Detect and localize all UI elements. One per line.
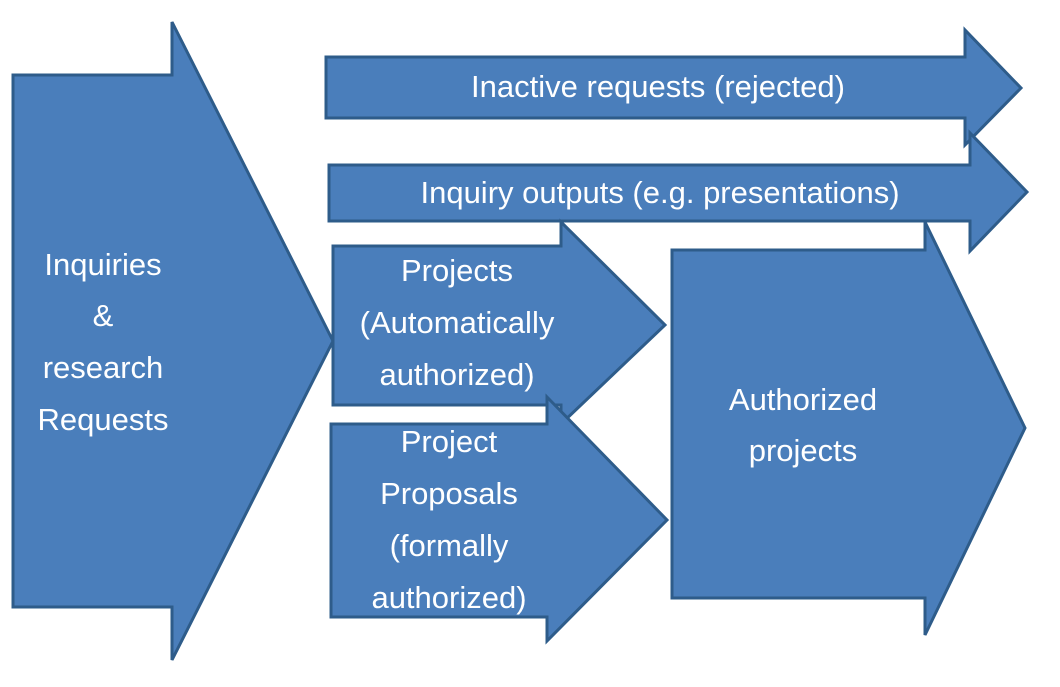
inquiries-arrow-label-line4: Requests xyxy=(38,402,169,437)
inquiries-arrow-label-line2: & xyxy=(93,298,114,333)
projects-automatic-arrow-shape[interactable] xyxy=(331,218,668,428)
inactive-requests-arrow[interactable]: Inactive requests (rejected) xyxy=(324,26,1024,149)
projects-automatic-arrow-label-line3: authorized) xyxy=(379,357,534,392)
inquiries-arrow-shape[interactable] xyxy=(11,21,335,661)
project-proposals-arrow-label-line1: Project xyxy=(401,424,498,459)
projects-automatically-authorized-arrow[interactable]: Projects (Automatically authorized) xyxy=(331,218,668,428)
inactive-requests-arrow-label: Inactive requests (rejected) xyxy=(471,69,845,104)
projects-automatic-arrow-label-line2: (Automatically xyxy=(360,305,555,340)
project-proposals-arrow-label-line3: (formally xyxy=(390,528,509,563)
inquiry-outputs-arrow-label: Inquiry outputs (e.g. presentations) xyxy=(420,175,899,210)
inquiry-outputs-arrow-shape[interactable] xyxy=(327,129,1030,255)
project-proposals-formally-authorized-arrow[interactable]: Project Proposals (formally authorized) xyxy=(329,393,670,645)
project-proposals-arrow-label-line2: Proposals xyxy=(380,476,518,511)
authorized-projects-arrow[interactable]: Authorized projects xyxy=(670,221,1027,636)
authorized-projects-arrow-shape[interactable] xyxy=(670,221,1027,636)
project-proposals-arrow-label-line4: authorized) xyxy=(371,580,526,615)
authorized-projects-arrow-label-line2: projects xyxy=(749,433,858,468)
project-proposals-arrow-shape[interactable] xyxy=(329,393,670,645)
projects-automatic-arrow-label-line1: Projects xyxy=(401,253,513,288)
inquiries-and-research-requests-arrow[interactable]: Inquiries & research Requests xyxy=(11,21,335,661)
authorized-projects-arrow-label-line1: Authorized xyxy=(729,382,877,417)
inactive-requests-arrow-shape[interactable] xyxy=(324,26,1024,149)
inquiries-arrow-label-line3: research xyxy=(43,350,164,385)
inquiry-outputs-arrow[interactable]: Inquiry outputs (e.g. presentations) xyxy=(327,129,1030,255)
inquiries-arrow-label-line1: Inquiries xyxy=(44,247,161,282)
